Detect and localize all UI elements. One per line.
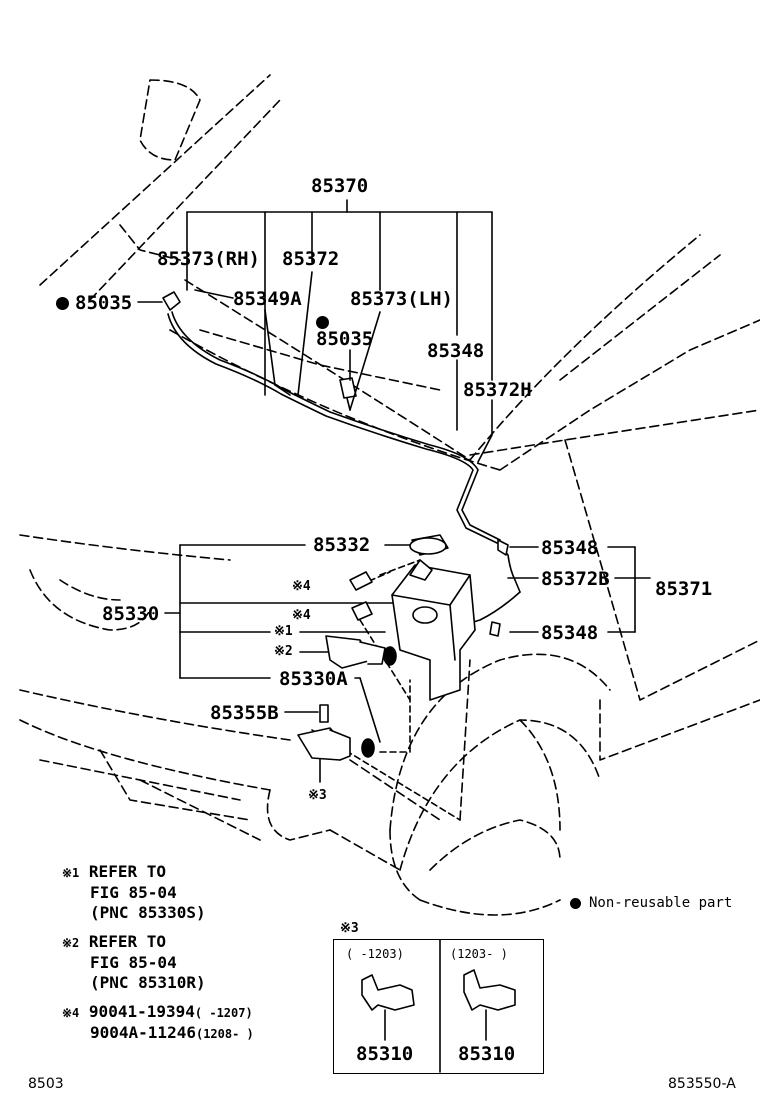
- label-note-mark-1: ※1: [274, 624, 293, 639]
- non-reusable-dot: [316, 316, 329, 329]
- label-note-mark-4b: ※4: [292, 608, 311, 623]
- note-1-line2: FIG 85-04: [90, 883, 177, 902]
- non-reusable-dot: [570, 897, 581, 909]
- note-4-part2: 9004A-11246: [90, 1023, 196, 1042]
- washer-tank: [391, 559, 476, 701]
- label-85349a: 85349A: [233, 288, 302, 310]
- washer-nozzle-mid: [339, 377, 357, 399]
- hose-joint-lower: [489, 621, 501, 637]
- label-85370: 85370: [311, 175, 369, 197]
- note-4-mark: ※4: [62, 1006, 80, 1020]
- legend-text: Non-reusable part: [589, 895, 733, 911]
- vehicle-body-outline: [19, 74, 760, 916]
- label-85372b: 85372B: [541, 568, 610, 590]
- hose-clamp: [319, 704, 329, 723]
- washer-hose: [167, 311, 521, 627]
- note-2-line3: (PNC 85310R): [90, 973, 206, 992]
- washer-pump-motor: [325, 635, 397, 669]
- label-note-mark-4a: ※4: [292, 579, 311, 594]
- non-reusable-dot: [56, 297, 69, 310]
- inset-mark: ※3: [340, 921, 359, 936]
- label-note-mark-3: ※3: [308, 788, 327, 803]
- label-85035-mid-dot: [316, 313, 335, 332]
- note-4-part1: 90041-19394: [88, 1002, 195, 1021]
- label-85348-b: 85348: [541, 622, 599, 644]
- note-2-line2: FIG 85-04: [90, 953, 177, 972]
- label-85332: 85332: [313, 534, 371, 556]
- inset-right-range: (1203- ): [450, 947, 508, 961]
- label-note-mark-2: ※2: [274, 644, 293, 659]
- label-85330a: 85330A: [279, 668, 348, 690]
- label-85035-mid: 85035: [316, 328, 374, 350]
- hose-joint-upper: [497, 539, 509, 556]
- note-2-line1: REFER TO: [88, 932, 166, 951]
- bolt-upper: [349, 571, 373, 591]
- label-85348-top: 85348: [427, 340, 485, 362]
- label-85035-left: 85035: [56, 294, 132, 313]
- note-1-line1: REFER TO: [88, 862, 166, 881]
- label-85371: 85371: [655, 578, 713, 600]
- inset-drawings: [361, 939, 516, 1073]
- legend-non-reusable: Non-reusable part: [570, 895, 732, 911]
- note-4: ※4 90041-19394( -1207) 9004A-11246(1208-…: [62, 1002, 254, 1044]
- label-85373-rh: 85373(RH): [157, 248, 260, 270]
- inset-box: ( -1203) (1203- ) 85310 85310: [333, 939, 544, 1074]
- inset-right-part: 85310: [458, 1043, 516, 1065]
- label-85348-a: 85348: [541, 537, 599, 559]
- note-2: ※2 REFER TO FIG 85-04 (PNC 85310R): [62, 932, 206, 993]
- footer-right-code: 853550-A: [668, 1076, 736, 1092]
- note-4-range1: ( -1207): [194, 1006, 253, 1020]
- label-85372: 85372: [282, 248, 340, 270]
- washer-pump-lower: [297, 727, 351, 761]
- washer-nozzle-left: [162, 291, 181, 311]
- bolt-lower: [351, 601, 373, 621]
- label-85330: 85330: [102, 603, 160, 625]
- label-85355b: 85355B: [210, 702, 279, 724]
- note-1-mark: ※1: [62, 866, 80, 880]
- inset-left-range: ( -1203): [346, 947, 404, 961]
- reservoir-cap: [409, 534, 449, 556]
- note-4-range2: (1208- ): [195, 1027, 254, 1041]
- leader-lines: [137, 199, 651, 783]
- pump-grommet: [361, 738, 375, 758]
- label-85373-lh: 85373(LH): [350, 288, 453, 310]
- inset-left-part: 85310: [356, 1043, 414, 1065]
- label-85372h: 85372H: [463, 379, 532, 401]
- note-1-line3: (PNC 85330S): [90, 903, 206, 922]
- note-2-mark: ※2: [62, 936, 80, 950]
- footer-left-code: 8503: [28, 1076, 64, 1092]
- note-1: ※1 REFER TO FIG 85-04 (PNC 85330S): [62, 862, 206, 923]
